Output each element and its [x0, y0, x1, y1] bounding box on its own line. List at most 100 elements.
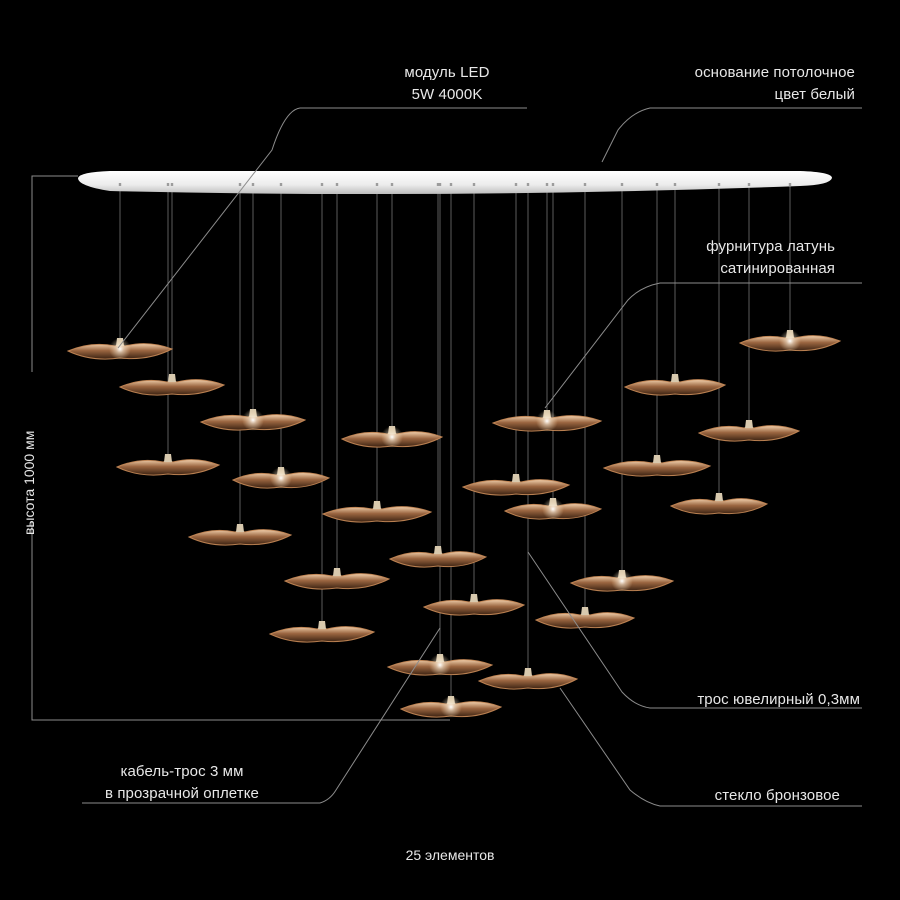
canopy-mount-points [118, 183, 792, 186]
mount-point [375, 183, 379, 186]
label-ceiling-base: основание потолочное цвет белый [600, 62, 855, 106]
brass-fitting [470, 594, 478, 602]
leader-fittings [544, 282, 862, 409]
glass-shade [503, 498, 603, 520]
mount-point [449, 183, 453, 186]
brass-fitting [333, 568, 341, 576]
mount-point [747, 183, 751, 186]
glass-shade [534, 607, 636, 629]
mount-point [551, 183, 555, 186]
mount-point [514, 183, 518, 186]
glass-shade [340, 426, 444, 448]
label-fittings-line2: сатинированная [720, 260, 835, 277]
bronze-glass-shade [461, 479, 571, 496]
label-fittings: фурнитура латунь сатинированная [620, 236, 835, 280]
ceiling-canopy [78, 171, 832, 195]
led-glow [270, 467, 292, 489]
brass-fitting [373, 501, 381, 509]
mount-point [673, 183, 677, 186]
glass-shade [602, 455, 712, 477]
bronze-glass-shade [602, 460, 712, 477]
label-fittings-line1: фурнитура латунь [706, 238, 835, 255]
glass-shade [388, 546, 488, 568]
mount-point [118, 183, 122, 186]
leader-lines [82, 107, 862, 807]
brass-fitting [524, 668, 532, 676]
glass-shade [477, 668, 579, 690]
mount-point [526, 183, 530, 186]
led-glow [429, 654, 451, 676]
mount-point [390, 183, 394, 186]
brass-fitting [715, 493, 723, 501]
led-glow [611, 570, 633, 592]
brass-fitting [653, 455, 661, 463]
bronze-glass-shade [422, 599, 526, 616]
led-glow [381, 426, 403, 448]
label-led-module-line2: 5W 4000K [411, 86, 483, 103]
mount-point [166, 183, 170, 186]
glass-shade [623, 374, 727, 396]
mount-point [170, 183, 174, 186]
glass-shade [231, 467, 331, 489]
bronze-glass-shade [115, 459, 221, 476]
leader-led-module [117, 107, 527, 349]
label-glass: стекло бронзовое [714, 787, 840, 804]
mount-point [655, 183, 659, 186]
height-dimension [31, 175, 450, 721]
mount-point [583, 183, 587, 186]
label-cable: кабель-трос 3 мм в прозрачной оплетке [82, 761, 282, 805]
mount-point [438, 183, 442, 186]
mount-point [545, 183, 549, 186]
glass-shade [738, 330, 842, 352]
label-cable-line2: в прозрачной оплетке [105, 785, 259, 802]
element-count: 25 элементов [405, 847, 495, 863]
glass-shade [118, 374, 226, 396]
bronze-glass-shade [268, 626, 376, 643]
glass-shade [386, 654, 494, 676]
bronze-glass-shade [283, 573, 391, 590]
leader-ceiling-base [601, 107, 862, 163]
mount-point [320, 183, 324, 186]
label-ceiling-base-line2: цвет белый [774, 86, 855, 103]
mount-point [251, 183, 255, 186]
brass-fitting [434, 546, 442, 554]
glass-shade [461, 474, 571, 496]
bronze-glass-shade [118, 379, 226, 396]
mount-point [717, 183, 721, 186]
glass-shades [66, 330, 842, 718]
led-glow [109, 338, 131, 360]
led-glow [536, 410, 558, 432]
label-wire: трос ювелирный 0,3мм [697, 691, 860, 708]
glass-shade [399, 696, 503, 718]
label-ceiling-base-line1: основание потолочное [694, 64, 855, 81]
leader-glass [559, 687, 862, 807]
glass-shade [199, 409, 307, 431]
mount-point [335, 183, 339, 186]
brass-fitting [318, 621, 326, 629]
led-glow [242, 409, 264, 431]
glass-shade [491, 410, 603, 432]
label-cable-line1: кабель-трос 3 мм [120, 763, 244, 780]
brass-fitting [236, 524, 244, 532]
bronze-glass-shade [534, 612, 636, 629]
glass-shade [115, 454, 221, 476]
bronze-glass-shade [477, 673, 579, 690]
brass-fitting [512, 474, 520, 482]
mount-point [238, 183, 242, 186]
label-led-module: модуль LED 5W 4000K [372, 62, 522, 106]
bronze-glass-shade [669, 498, 769, 515]
mount-point [436, 183, 440, 186]
brass-fitting [671, 374, 679, 382]
brass-fitting [581, 607, 589, 615]
glass-shade [669, 493, 769, 515]
label-height: высота 1000 мм [21, 430, 37, 535]
brass-fitting [168, 374, 176, 382]
glass-shade [66, 338, 174, 360]
brass-fitting [164, 454, 172, 462]
glass-shade [321, 501, 433, 523]
bronze-glass-shade [187, 529, 293, 546]
glass-shade [569, 570, 675, 592]
bronze-glass-shade [623, 379, 727, 396]
mount-point [472, 183, 476, 186]
